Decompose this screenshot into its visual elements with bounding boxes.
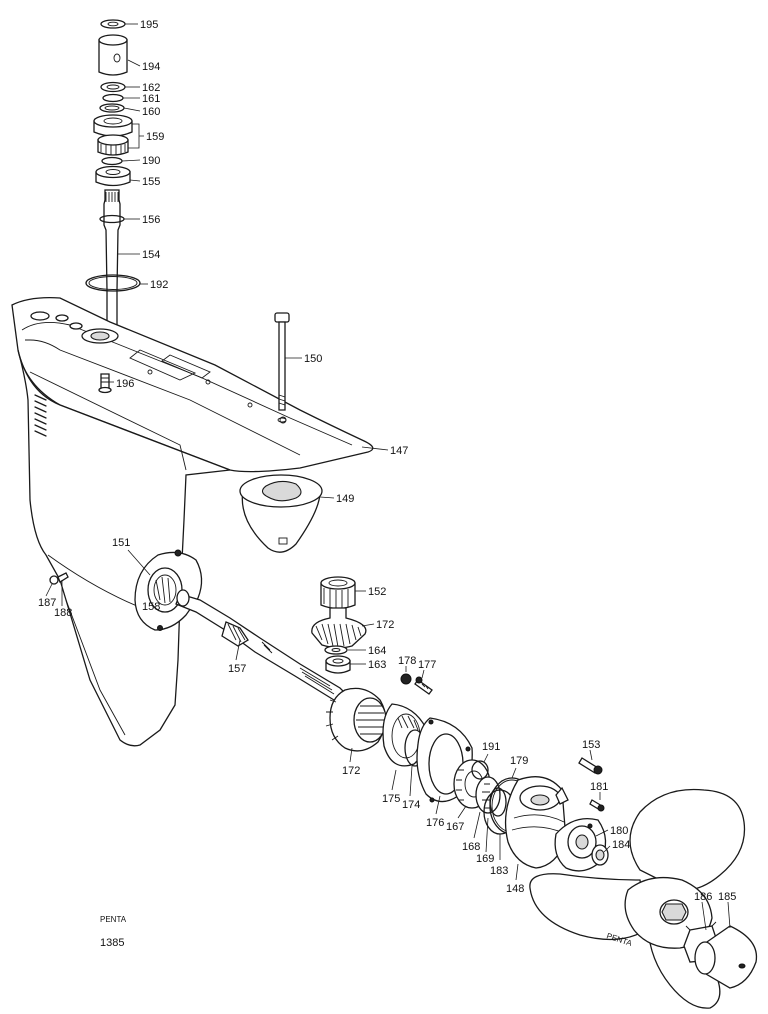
- part-190-ring: [101, 156, 123, 166]
- label-159: 159: [146, 131, 164, 143]
- label-176: 176: [426, 817, 444, 829]
- part-162-nut: [100, 81, 126, 93]
- label-152: 152: [368, 586, 386, 598]
- part-161-washer: [102, 93, 124, 103]
- part-164-washer: [324, 645, 348, 655]
- label-155: 155: [142, 176, 160, 188]
- label-153: 153: [582, 739, 600, 751]
- label-169: 169: [476, 853, 494, 865]
- label-163: 163: [368, 659, 386, 671]
- footer-brand: PENTA: [100, 915, 127, 924]
- label-154: 154: [142, 249, 160, 261]
- part-185-cone-nut: [694, 925, 758, 989]
- part-168-bearing: [475, 776, 501, 814]
- label-195: 195: [140, 19, 158, 31]
- label-150: 150: [304, 353, 322, 365]
- label-192: 192: [150, 279, 168, 291]
- leader-lines: [45, 23, 731, 931]
- part-151-bearing-housing: [134, 549, 203, 631]
- label-180: 180: [610, 825, 628, 837]
- label-148: 148: [506, 883, 524, 895]
- part-196-plug: [98, 373, 112, 394]
- part-154-vertical-shaft: [103, 189, 121, 341]
- label-172-upper: 172: [376, 619, 394, 631]
- part-163-nut: [325, 655, 351, 674]
- part-172-pinion-gear: [311, 607, 367, 649]
- label-179: 179: [510, 755, 528, 767]
- part-181-screw: [589, 799, 605, 812]
- label-174: 174: [402, 799, 420, 811]
- part-194-coupling-sleeve: [98, 34, 128, 76]
- part-155-bearing: [95, 165, 131, 187]
- label-158: 158: [142, 601, 160, 613]
- part-149-anode: [239, 474, 323, 553]
- part-152-pinion-bearing: [320, 576, 356, 610]
- label-177: 177: [418, 659, 436, 671]
- label-196: 196: [116, 378, 134, 390]
- label-187: 187: [38, 597, 56, 609]
- part-187-188-screw: [49, 572, 69, 585]
- footer-number: 1385: [100, 937, 124, 949]
- part-177-screw: [414, 676, 433, 695]
- label-181: 181: [590, 781, 608, 793]
- part-160-shim: [99, 103, 125, 113]
- label-167: 167: [446, 821, 464, 833]
- label-178: 178: [398, 655, 416, 667]
- part-157-propeller-shaft: [175, 589, 351, 707]
- label-186: 186: [694, 891, 712, 903]
- label-151: 151: [112, 537, 130, 549]
- label-162: 162: [142, 82, 160, 94]
- label-149: 149: [336, 493, 354, 505]
- label-185: 185: [718, 891, 736, 903]
- gear-housing: [11, 297, 374, 747]
- label-191: 191: [482, 741, 500, 753]
- part-184-spacer: [591, 844, 609, 866]
- part-172-forward-gear: [325, 687, 387, 752]
- label-168: 168: [462, 841, 480, 853]
- label-161: 161: [142, 93, 160, 105]
- part-propeller: PENTA: [529, 788, 746, 1009]
- label-160: 160: [142, 106, 160, 118]
- part-labels: 195 194 162 161 160 159 190 155 156 154 …: [38, 19, 736, 903]
- part-150-long-bolt: [274, 312, 290, 423]
- label-157: 157: [228, 663, 246, 675]
- part-153-screw: [578, 757, 603, 775]
- label-147: 147: [390, 445, 408, 457]
- label-183: 183: [490, 865, 508, 877]
- part-178-plug: [400, 673, 412, 685]
- label-156: 156: [142, 214, 160, 226]
- label-184: 184: [612, 839, 630, 851]
- label-172-lower: 172: [342, 765, 360, 777]
- part-195-washer: [100, 19, 126, 29]
- label-164: 164: [368, 645, 386, 657]
- label-175: 175: [382, 793, 400, 805]
- label-188: 188: [54, 607, 72, 619]
- label-190: 190: [142, 155, 160, 167]
- part-192-o-ring: [85, 274, 141, 292]
- label-194: 194: [142, 61, 160, 73]
- part-191-ring: [471, 760, 489, 780]
- part-159-taper-bearing: [93, 114, 133, 156]
